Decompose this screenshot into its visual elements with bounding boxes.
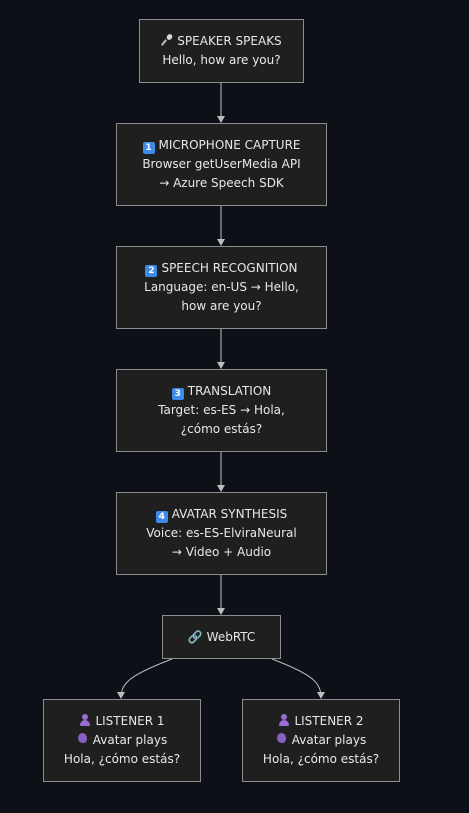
node-translation-line-1: Target: es-ES → Hola, [158,403,285,417]
node-speaker-line-1: Hello, how are you? [162,53,281,67]
speaking-head-icon [77,733,89,745]
node-listener-1-title-row: LISTENER 1 [79,712,165,731]
step-3-badge-icon: 3 [171,388,184,400]
node-listener-1-title: LISTENER 1 [95,714,165,728]
node-translation-title: TRANSLATION [187,384,272,398]
node-recognition-line-1: Language: en-US → Hello, [144,280,299,294]
node-listener-1: LISTENER 1 Avatar plays Hola, ¿cómo está… [43,699,201,782]
node-listener-1-sub: Avatar plays [92,733,168,747]
edge-webrtc-listener2 [271,658,325,699]
node-listener-2-line: Hola, ¿cómo estás? [262,752,380,766]
speaking-head-icon [276,733,288,745]
node-listener-2-sub: Avatar plays [291,733,367,747]
node-speaker-title-row: SPEAKER SPEAKS [161,32,281,51]
person-icon [79,714,91,726]
node-webrtc: 🔗WebRTC [162,615,281,659]
node-listener-2: LISTENER 2 Avatar plays Hola, ¿cómo está… [242,699,400,782]
node-webrtc-title: WebRTC [206,629,256,644]
node-listener-2-title-row: LISTENER 2 [278,712,364,731]
node-synthesis-line-1: Voice: es-ES-ElviraNeural [146,526,297,540]
node-capture-title: MICROPHONE CAPTURE [158,138,301,152]
node-listener-2-sub-row: Avatar plays [276,731,366,750]
step-4-badge-icon: 4 [155,511,168,523]
node-synthesis-line-2: → Video + Audio [171,545,272,559]
link-icon: 🔗 [187,629,203,644]
node-recognition-title: SPEECH RECOGNITION [161,261,298,275]
node-listener-2-title: LISTENER 2 [294,714,364,728]
node-capture-line-2: → Azure Speech SDK [159,176,284,190]
node-listener-1-line: Hola, ¿cómo estás? [63,752,181,766]
node-speaker: SPEAKER SPEAKS Hello, how are you? [139,19,304,83]
node-capture-line-1: Browser getUserMedia API [142,157,301,171]
node-webrtc-title-row: 🔗WebRTC [188,628,256,647]
microphone-icon [161,34,173,46]
node-speaker-title: SPEAKER SPEAKS [177,34,282,48]
edge-webrtc-listener1 [117,658,173,699]
node-synthesis-title: AVATAR SYNTHESIS [171,507,288,521]
person-icon [278,714,290,726]
node-listener-1-sub-row: Avatar plays [77,731,167,750]
node-recognition-line-2: how are you? [181,299,262,313]
step-1-badge-icon: 1 [142,142,155,154]
step-2-badge-icon: 2 [145,265,158,277]
node-translation-line-2: ¿cómo estás? [180,422,263,436]
